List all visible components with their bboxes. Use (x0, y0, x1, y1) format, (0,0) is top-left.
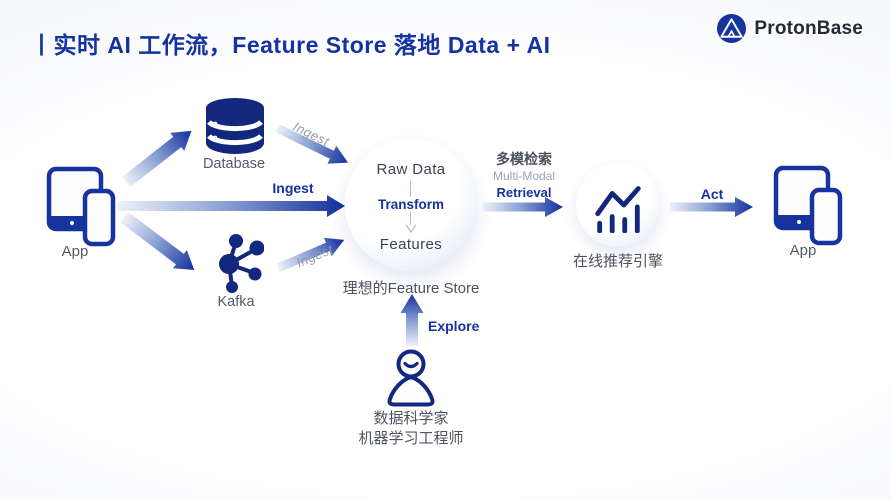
database-icon (204, 97, 266, 155)
arrow-app-to-database (118, 121, 199, 193)
retrieval-label-zh: 多模检索 (496, 151, 552, 167)
scientist-node (383, 349, 439, 407)
app-right-node (773, 165, 849, 251)
retrieval-label-en1: Multi-Modal (492, 169, 555, 184)
kafka-label: Kafka (217, 294, 255, 310)
person-icon (383, 349, 439, 407)
tablet-phone-icon (773, 165, 849, 251)
app-right-label: App (789, 242, 817, 259)
bar-chart-trend-icon (590, 177, 646, 233)
transform-arrowhead-icon (405, 224, 417, 233)
brand-name: ProtonBase (754, 17, 863, 39)
page-title: 丨实时 AI 工作流，Feature Store 落地 Data + AI (30, 32, 551, 58)
edge-label-act: Act (700, 186, 724, 202)
kafka-node (210, 232, 264, 294)
app-left-label: App (61, 243, 89, 260)
feature-store-transform: Transform (345, 197, 477, 212)
retrieval-label-en2: Retrieval (496, 184, 552, 200)
edge-label-ingest-app: Ingest (272, 180, 314, 196)
feature-store-features: Features (379, 236, 443, 253)
feature-store-caption: 理想的Feature Store (342, 280, 480, 297)
retrieval-label-block: 多模检索 Multi-Modal Retrieval (478, 151, 570, 201)
brand-logo: ProtonBase (716, 13, 863, 44)
arrow-kafka-to-feature-store (273, 228, 349, 280)
engine-label: 在线推荐引擎 (572, 253, 663, 270)
database-label: Database (202, 156, 266, 172)
app-left-node (46, 166, 122, 252)
arrow-feature-store-to-engine (483, 194, 563, 220)
scientist-label-line1: 数据科学家 (373, 410, 449, 427)
arrow-app-to-feature-store (118, 193, 345, 219)
arrow-database-to-feature-store (271, 116, 353, 174)
tablet-phone-icon (46, 166, 122, 252)
scientist-label-line2: 机器学习工程师 (358, 430, 464, 447)
feature-store-raw-data: Raw Data (376, 161, 446, 178)
protonbase-logo-icon (716, 13, 747, 44)
arrow-engine-to-app (670, 194, 753, 220)
engine-circle (576, 163, 660, 247)
kafka-icon (210, 232, 264, 294)
feature-store-transform-text: Transform (373, 197, 449, 212)
arrow-app-to-kafka (116, 207, 202, 281)
database-node (204, 97, 266, 155)
arrow-explore-up (399, 294, 425, 346)
edge-label-explore: Explore (428, 318, 480, 334)
